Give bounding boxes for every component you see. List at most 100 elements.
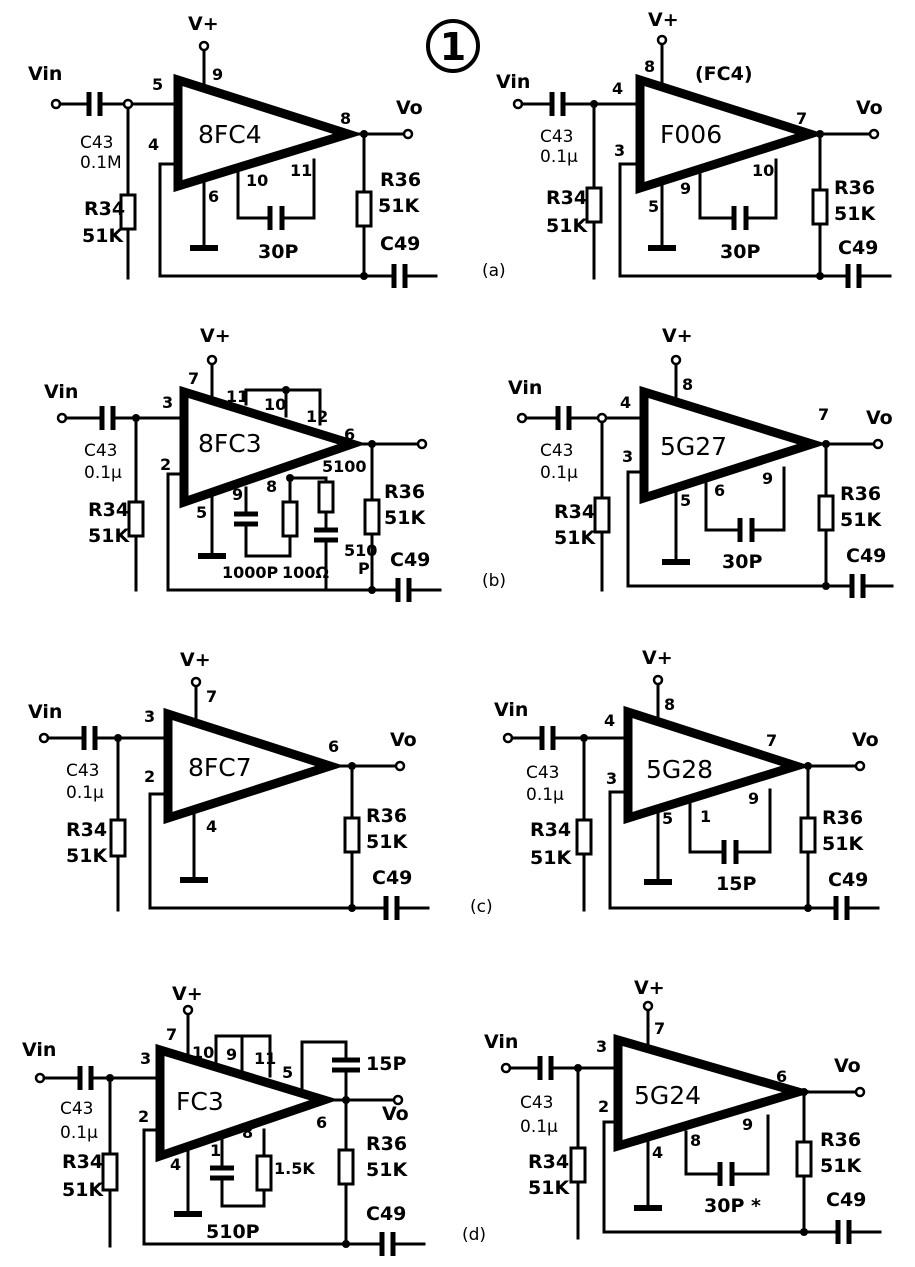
pin-label: 4 xyxy=(206,817,217,836)
pin-label: 8 xyxy=(242,1123,253,1142)
row-label-d: (d) xyxy=(462,1225,486,1245)
pin-label: 3 xyxy=(606,769,617,788)
pin-label: 9 xyxy=(748,789,759,808)
vo-terminal xyxy=(402,128,414,140)
opamp-triangle xyxy=(639,385,827,505)
component-label: R36 xyxy=(366,805,407,827)
pin-label: 2 xyxy=(598,1097,609,1116)
component-label: 510 xyxy=(344,541,377,560)
pin-label: 8 xyxy=(266,477,277,496)
pin-label: 4 xyxy=(612,79,623,98)
component-label: R34 xyxy=(84,198,125,220)
chip-label: 8FC4 xyxy=(198,120,262,149)
feedback-resistor xyxy=(343,816,361,854)
component-label: R34 xyxy=(528,1151,569,1173)
vplus-terminal xyxy=(670,354,682,366)
chip-label: FC3 xyxy=(176,1087,224,1116)
pin-label: 6 xyxy=(316,1113,327,1132)
chip-label: 5G28 xyxy=(646,755,713,784)
vo-label: Vo xyxy=(852,729,879,751)
component-label: R36 xyxy=(820,1129,861,1151)
pin-label: 8 xyxy=(340,109,351,128)
pin-label: 3 xyxy=(596,1037,607,1056)
pin-label: 1 xyxy=(700,807,711,826)
component-label: 30P xyxy=(720,241,760,263)
vo-terminal xyxy=(868,128,880,140)
component-label: 100Ω xyxy=(282,563,329,582)
vin-label: Vin xyxy=(22,1039,56,1061)
pin-label: 6 xyxy=(328,737,339,756)
vplus-terminal xyxy=(182,1004,194,1016)
vin-label: Vin xyxy=(484,1031,518,1053)
opamp-triangle xyxy=(179,385,367,509)
vo-label: Vo xyxy=(396,97,423,119)
vo-terminal xyxy=(872,438,884,450)
vplus-terminal xyxy=(206,354,218,366)
vplus-label: V+ xyxy=(180,649,211,671)
resistor-1-5k xyxy=(255,1154,273,1192)
vin-label: Vin xyxy=(28,63,62,85)
component-label: 0.1μ xyxy=(540,147,578,167)
component-label: 0.1M xyxy=(80,153,122,173)
pin-label: 7 xyxy=(818,405,829,424)
vplus-terminal xyxy=(642,1000,654,1012)
input-resistor xyxy=(569,1146,587,1184)
chip-label: 8FC3 xyxy=(198,429,262,458)
pin-label: 8 xyxy=(682,375,693,394)
component-label: R34 xyxy=(62,1151,103,1173)
vo-terminal xyxy=(394,760,406,772)
row-label-c: (c) xyxy=(470,897,493,917)
component-label: 51K xyxy=(88,525,130,547)
pin-label: 11 xyxy=(254,1049,276,1068)
vo-label: Vo xyxy=(390,729,417,751)
vplus-terminal xyxy=(190,676,202,688)
opamp-triangle xyxy=(613,1034,814,1153)
pin-label: 3 xyxy=(140,1049,151,1068)
pin-label: 10 xyxy=(264,395,286,414)
component-label: R36 xyxy=(380,169,421,191)
pin-label: 9 xyxy=(226,1045,237,1064)
vo-label: Vo xyxy=(856,97,883,119)
pin-label: 6 xyxy=(344,425,355,444)
pin-label: 4 xyxy=(620,393,631,412)
pin-label: 9 xyxy=(680,179,691,198)
vplus-label: V+ xyxy=(648,9,679,31)
component-label: 0.1μ xyxy=(84,463,122,483)
component-label: C43 xyxy=(66,761,100,781)
component-label: 0.1μ xyxy=(60,1123,98,1143)
component-label: 51K xyxy=(82,225,124,247)
input-resistor xyxy=(109,818,127,858)
chip-label: 5G24 xyxy=(634,1081,701,1110)
vo-terminal xyxy=(854,1086,866,1098)
pin-label: 2 xyxy=(160,455,171,474)
vin-label: Vin xyxy=(44,381,78,403)
opamp-triangle xyxy=(155,1043,339,1163)
component-label: 30P xyxy=(258,241,298,263)
input-resistor xyxy=(585,186,603,224)
component-label: 1.5K xyxy=(274,1159,315,1178)
vplus-terminal xyxy=(652,674,664,686)
pin-label: 8 xyxy=(664,695,675,714)
pin-label: 1 xyxy=(210,1141,221,1160)
pin-label: 9 xyxy=(762,469,773,488)
component-label: R36 xyxy=(366,1133,407,1155)
component-label: 51K xyxy=(528,1177,570,1199)
component-label: 51K xyxy=(822,833,864,855)
feedback-resistor xyxy=(811,188,829,226)
pin-label: 4 xyxy=(170,1155,181,1174)
figure-number-badge: 1 xyxy=(426,19,480,73)
pin-label: 6 xyxy=(714,481,725,500)
component-label: C49 xyxy=(380,233,420,255)
component-label: 51K xyxy=(384,507,426,529)
circuit-fc3: FC3 V+ 7 3 2 10 9 11 5 15P 4 1 xyxy=(22,983,426,1256)
component-label: 30P xyxy=(722,551,762,573)
component-label: C49 xyxy=(366,1203,406,1225)
circuit-5g28: 5G28 V+ 8 4 3 5 1 9 15P Vo 7 Vin C43 xyxy=(494,647,880,920)
component-label: R34 xyxy=(546,187,587,209)
vplus-label: V+ xyxy=(662,325,693,347)
component-label: R36 xyxy=(822,807,863,829)
chip-label: F006 xyxy=(660,120,722,149)
pin-label: 7 xyxy=(206,687,217,706)
component-label: 15P xyxy=(366,1053,406,1075)
feedback-resistor xyxy=(337,1148,355,1186)
